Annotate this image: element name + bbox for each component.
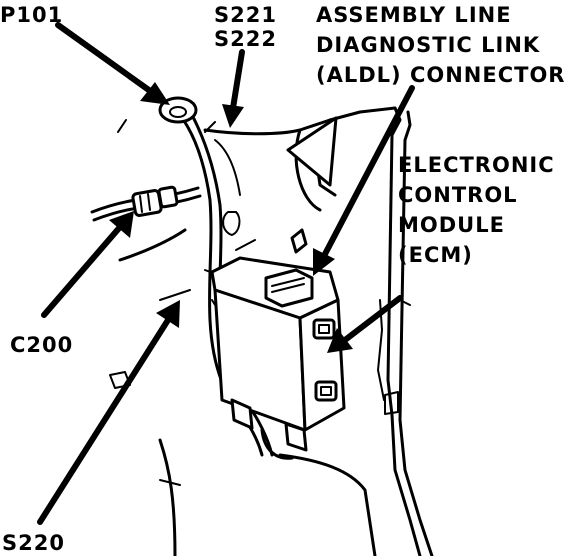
label-s220: S220 [2, 531, 65, 555]
label-s222: S222 [214, 27, 277, 51]
p101-arrow-head [140, 82, 170, 105]
ecm-arrow-head [327, 328, 353, 353]
s220-arrow [37, 317, 171, 525]
aldl-arrow [321, 85, 415, 259]
p101-arrow [55, 22, 156, 96]
callout-labels: P101 S221 S222 ASSEMBLY LINE DIAGNOSTIC … [0, 3, 565, 555]
ecm-arrow [342, 295, 403, 343]
c200-arrow [41, 224, 123, 318]
label-ecm-line4: (ECM) [398, 243, 473, 267]
label-aldl-line3: (ALDL) CONNECTOR [316, 63, 565, 87]
label-c200: C200 [10, 333, 73, 357]
label-aldl-line2: DIAGNOSTIC LINK [316, 33, 540, 57]
s220-arrow-head [156, 300, 180, 328]
aldl-arrow-head [313, 248, 335, 276]
c200-arrow-head [109, 211, 134, 238]
label-aldl-line1: ASSEMBLY LINE [316, 3, 512, 27]
c200-connector [131, 185, 179, 217]
label-p101: P101 [0, 3, 63, 27]
label-s221: S221 [214, 3, 277, 27]
label-ecm-line1: ELECTRONIC [398, 153, 555, 177]
leader-arrows [37, 22, 415, 525]
label-ecm-line3: MODULE [398, 213, 505, 237]
s221-arrow-head [222, 104, 244, 128]
s221-arrow [230, 49, 245, 111]
label-ecm-line2: CONTROL [398, 183, 518, 207]
ecm-module [210, 256, 346, 460]
